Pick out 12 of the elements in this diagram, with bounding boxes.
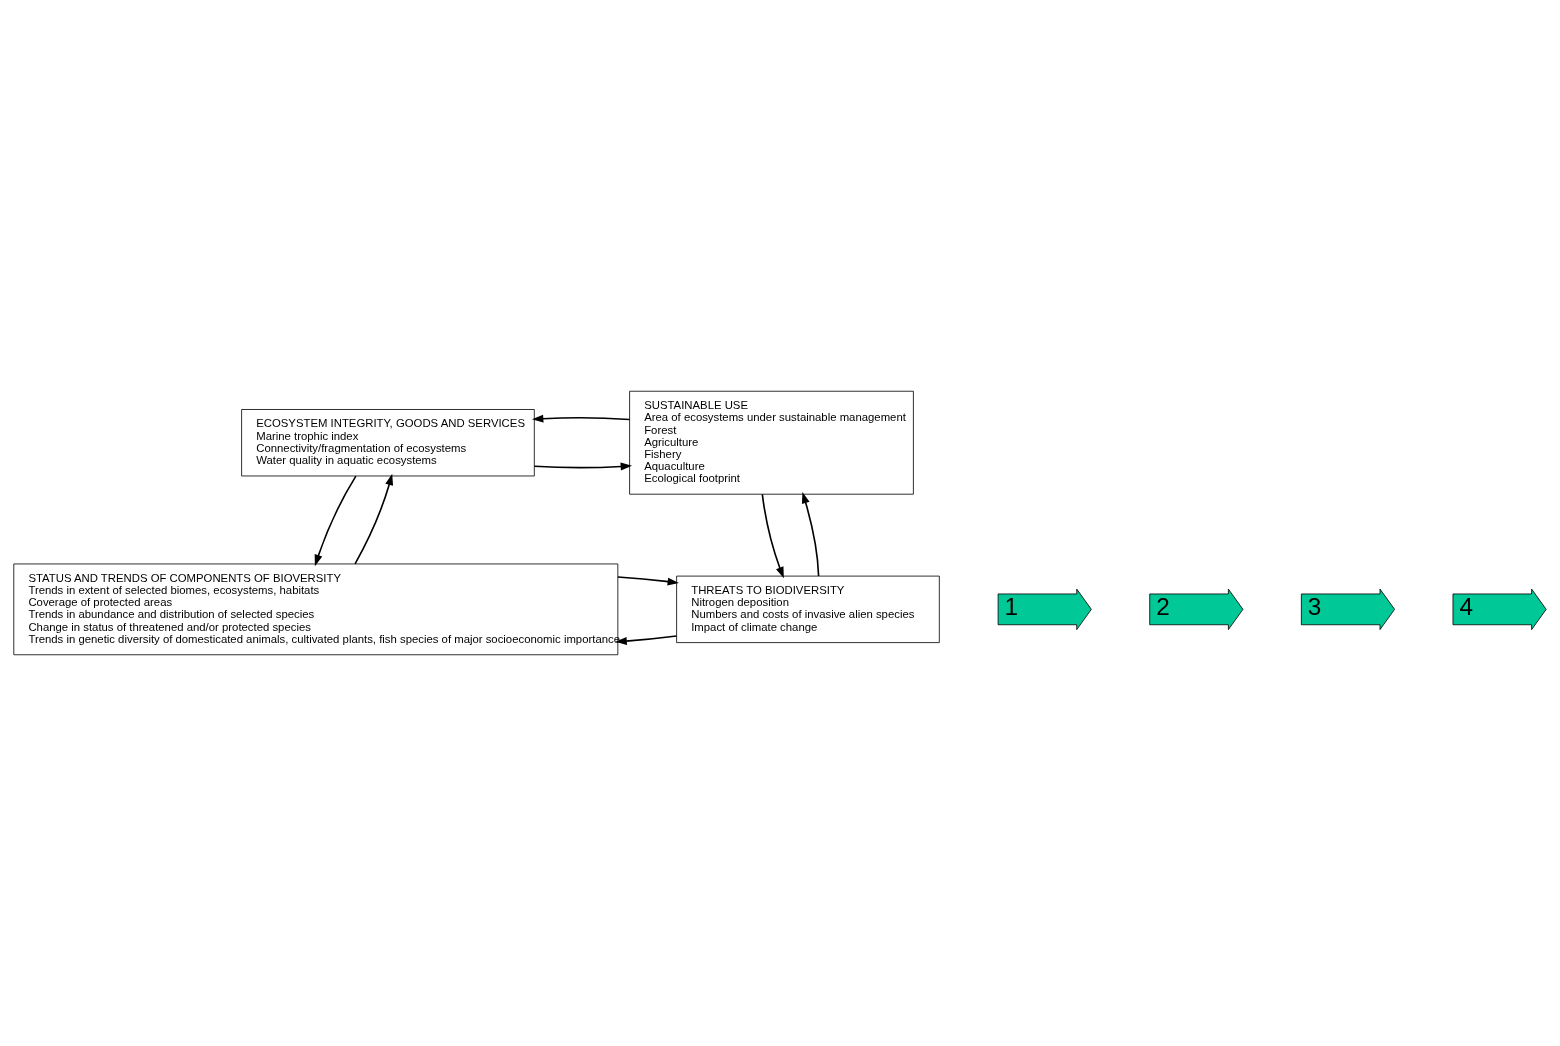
arrow: [531, 414, 631, 423]
arrow: [533, 462, 632, 471]
arrow: [615, 635, 678, 645]
arrow: [761, 493, 784, 579]
node-box: SUSTAINABLE USE Area of ecosystems under sustainable management Forest Agriculture Fishery Aquaculture Ecological footprint: [629, 390, 914, 495]
arrow: [314, 475, 357, 567]
node-box: STATUS AND TRENDS OF COMPONENTS OF BIOVERSITY Trends in extent of selected biomes, ecosystems, habitats Coverage of protected areas Trends in abundance and distribution of selected species Change in status of threatened and/or protected species Trends in genetic diversity of domesticated animals, cultivated plants, fish species of major socioeconomic importance: [13, 563, 619, 656]
arrow: [801, 492, 820, 577]
arrow: [617, 576, 679, 586]
node-box: THREATS TO BIODIVERSITY Nitrogen deposition Numbers and costs of invasive alien species Impact of climate change: [676, 575, 940, 643]
arrow: [354, 473, 394, 565]
node-box: ECOSYSTEM INTEGRITY, GOODS AND SERVICES Marine trophic index Connectivity/fragmentation of ecosystems Water quality in aquatic ecosystems: [241, 409, 535, 477]
